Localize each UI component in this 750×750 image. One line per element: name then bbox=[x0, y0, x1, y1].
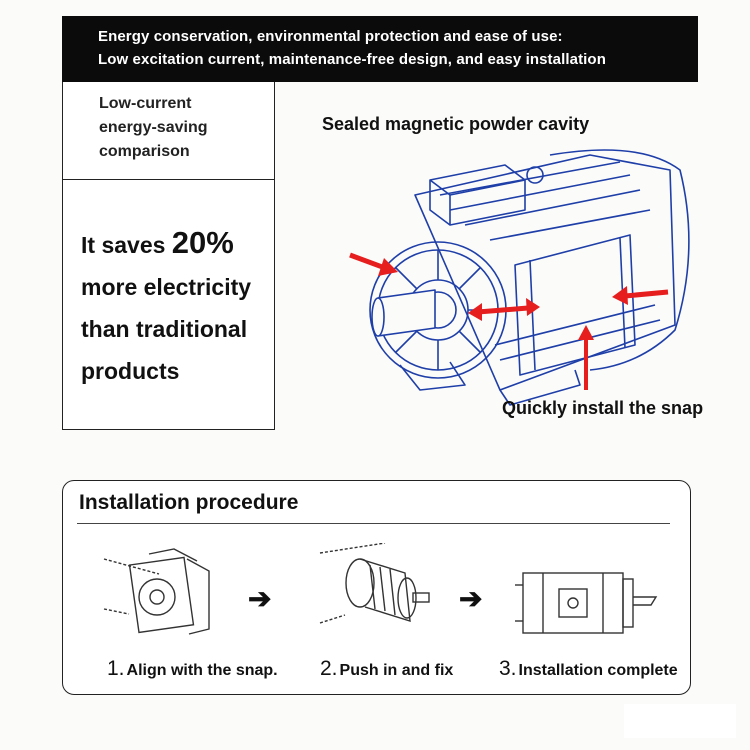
step-2-label: 2.Push in and fix bbox=[320, 657, 453, 681]
step-2-text: Push in and fix bbox=[339, 662, 454, 679]
comparison-title-line-1: Low-current bbox=[99, 95, 192, 112]
installation-title: Installation procedure bbox=[79, 491, 299, 514]
step-2-number: 2. bbox=[320, 657, 338, 680]
motor-rear-housing bbox=[549, 149, 690, 371]
savings-line-2: more electricity bbox=[81, 274, 252, 300]
label-quick-snap: Quickly install the snap bbox=[502, 398, 704, 418]
step-arrow-1: ➔ bbox=[248, 583, 272, 614]
step-arrow-2: ➔ bbox=[459, 583, 483, 614]
arrow-end-shield bbox=[349, 252, 398, 276]
step-1-illustration bbox=[103, 548, 210, 635]
terminal-box bbox=[429, 164, 526, 226]
savings-line-1: It saves 20% bbox=[81, 222, 271, 266]
motor-cooling-fins bbox=[439, 161, 661, 361]
comparison-title: Low-current energy-saving comparison bbox=[99, 92, 264, 164]
comparison-title-line-2: energy-saving bbox=[99, 119, 208, 136]
comparison-title-line-3: comparison bbox=[99, 143, 190, 160]
comparison-title-box: Low-current energy-saving comparison bbox=[63, 82, 274, 180]
installation-divider bbox=[77, 523, 670, 524]
arrow-double-shield bbox=[468, 298, 540, 321]
step-1-label: 1.Align with the snap. bbox=[107, 657, 278, 681]
step-3-label: 3.Installation complete bbox=[499, 657, 678, 681]
arrow-cavity bbox=[612, 286, 669, 305]
indicator-arrows bbox=[349, 252, 669, 390]
motor-illustration: Sealed magnetic powder cavity Quickly in… bbox=[290, 100, 730, 430]
savings-line-4: products bbox=[81, 358, 180, 384]
lifting-eye bbox=[526, 166, 544, 184]
motor-shaft bbox=[377, 289, 436, 337]
motor-drawing bbox=[349, 149, 690, 406]
header-banner: Energy conservation, environmental prote… bbox=[62, 16, 698, 82]
motor-foot-front bbox=[399, 361, 466, 391]
blank-patch bbox=[624, 704, 736, 738]
header-line-1: Energy conservation, environmental prote… bbox=[98, 28, 563, 45]
step-1-number: 1. bbox=[107, 657, 125, 680]
installation-procedure-panel: Installation procedure ➔ ➔ bbox=[62, 480, 691, 695]
header-line-2: Low excitation current, maintenance-free… bbox=[98, 51, 606, 68]
savings-prefix: It saves bbox=[81, 232, 172, 258]
label-sealed-cavity: Sealed magnetic powder cavity bbox=[322, 114, 590, 134]
step-3-text: Installation complete bbox=[518, 662, 678, 679]
step-3-number: 3. bbox=[499, 657, 517, 680]
step-2-illustration bbox=[319, 543, 430, 624]
comparison-panel: Low-current energy-saving comparison It … bbox=[62, 82, 275, 430]
step-3-illustration bbox=[515, 572, 658, 634]
savings-statement: It saves 20% more electricity than tradi… bbox=[81, 222, 271, 392]
snap-module bbox=[514, 234, 636, 376]
motor-foot-rear bbox=[499, 369, 581, 406]
savings-line-3: than traditional bbox=[81, 316, 248, 342]
savings-percent: 20% bbox=[171, 225, 234, 260]
step-1-text: Align with the snap. bbox=[126, 662, 278, 679]
arrow-snap-vertical bbox=[578, 325, 594, 390]
